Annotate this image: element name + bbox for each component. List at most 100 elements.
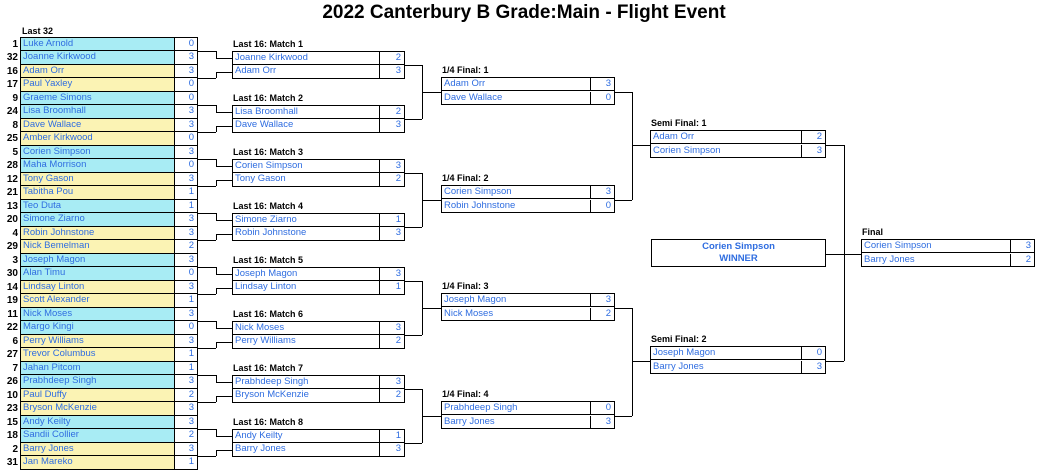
last32-label: Last 32 <box>22 26 54 36</box>
quarter-final-3-label: 1/4 Final: 3 <box>442 281 489 291</box>
last32-player-name: Perry Williams <box>21 334 175 348</box>
connector-horizontal <box>198 105 216 106</box>
last16-match-5-player-a: Joseph Magon <box>233 267 380 281</box>
last16-match-2-player-a: Lisa Broomhall <box>233 105 380 119</box>
connector-horizontal <box>216 179 232 181</box>
last16-match-7-score-b: 2 <box>395 389 401 400</box>
last32-player-name: Robin Johnstone <box>21 226 175 240</box>
connector-horizontal <box>216 71 232 73</box>
last32-player-score: 3 <box>175 402 197 416</box>
last32-player-score: 3 <box>175 334 197 348</box>
last32-player-score: 3 <box>175 375 197 389</box>
last32-player-name: Bryson McKenzie <box>21 402 175 416</box>
seed-number: 11 <box>7 308 18 320</box>
last32-player-score: 3 <box>175 51 197 65</box>
last16-match-4-score-b: 3 <box>395 227 401 238</box>
semi-final-2-player-a: Joseph Magon <box>651 347 802 360</box>
last16-match-3-player-a: Corien Simpson <box>233 159 380 173</box>
last32-player-name: Jahan Pitcom <box>21 361 175 375</box>
connector-horizontal <box>826 253 861 255</box>
seed-number: 2 <box>12 443 18 455</box>
semi-final-1-score-b: 3 <box>816 144 822 156</box>
last16-match-6-player-b: Perry Williams <box>233 335 380 348</box>
connector-vertical <box>216 375 217 383</box>
last32-player-score: 1 <box>175 199 197 213</box>
connector-horizontal <box>216 58 232 60</box>
last16-match-8-player-b: Barry Jones <box>233 443 380 456</box>
semi-final-2-score-a: 0 <box>802 347 825 360</box>
connector-horizontal <box>198 375 216 376</box>
connector-horizontal <box>632 360 650 362</box>
last32-player-name: Barry Jones <box>21 442 175 456</box>
last32-player-name: Andy Keilty <box>21 415 175 429</box>
connector-horizontal <box>216 395 232 397</box>
last16-match-5-score-b: 1 <box>395 281 401 292</box>
connector-horizontal <box>198 294 216 295</box>
last32-player-score: 3 <box>175 172 197 186</box>
connector-horizontal <box>198 240 216 241</box>
seed-number: 8 <box>12 119 18 131</box>
seed-number: 28 <box>6 160 18 171</box>
connector-horizontal <box>422 199 441 201</box>
last16-match-8-score-a: 1 <box>380 430 404 443</box>
seed-number: 10 <box>6 389 18 401</box>
seed-number: 15 <box>6 416 18 428</box>
winner-label: WINNER <box>719 253 758 264</box>
last16-match-3-player-b: Tony Gason <box>233 173 380 186</box>
last32-player-score: 0 <box>175 132 197 146</box>
semi-final-1-player-a: Adam Orr <box>651 131 802 144</box>
connector-horizontal <box>405 119 422 120</box>
winner-box: Corien Simpson WINNER <box>651 239 826 267</box>
connector-horizontal <box>632 144 650 146</box>
final-match-score-b: 2 <box>1025 253 1031 265</box>
semi-final-1-player-b: Corien Simpson <box>651 144 802 158</box>
seed-number: 17 <box>6 79 18 90</box>
connector-horizontal <box>405 389 422 390</box>
last32-player-name: Nick Moses <box>21 307 175 321</box>
last32-player-name: Alan Timu <box>21 267 175 281</box>
last32-player-name: Corien Simpson <box>21 145 175 159</box>
last16-match-1-score-b: 3 <box>395 65 401 76</box>
last16-match-4-label: Last 16: Match 4 <box>233 200 304 211</box>
connector-horizontal <box>216 220 232 222</box>
last32-player-name: Margo Kingi <box>21 321 175 335</box>
seed-number: 12 <box>6 173 18 185</box>
quarter-final-1-label: 1/4 Final: 1 <box>442 65 489 75</box>
connector-vertical <box>216 287 217 294</box>
connector-horizontal <box>826 144 844 146</box>
last32-player-name: Jan Mareko <box>21 456 175 470</box>
connector-horizontal <box>216 125 232 127</box>
quarter-final-1-score-a: 3 <box>591 78 614 91</box>
last32-player-name: Teo Duta <box>21 199 175 213</box>
last32-player-score: 3 <box>175 226 197 240</box>
final-match-player-a: Corien Simpson <box>862 240 1011 253</box>
final-match-player-b: Barry Jones <box>862 253 1011 267</box>
connector-horizontal <box>198 429 216 430</box>
last32-player-score: 0 <box>175 159 197 173</box>
last32-player-name: Sandii Collier <box>21 429 175 443</box>
connector-vertical <box>216 125 217 132</box>
connector-horizontal <box>216 287 232 289</box>
last16-match-8-score-b: 3 <box>395 443 401 454</box>
last32-player-name: Scott Alexander <box>21 294 175 308</box>
seed-number: 7 <box>12 362 18 374</box>
quarter-final-2-player-b: Robin Johnstone <box>442 199 591 213</box>
last16-match-3-score-a: 3 <box>380 160 404 173</box>
quarter-final-3-score-b: 2 <box>605 307 611 319</box>
last32-player-score: 3 <box>175 253 197 267</box>
connector-horizontal <box>615 415 632 417</box>
last32-player-score: 1 <box>175 186 197 200</box>
last16-match-2-score-a: 2 <box>380 106 404 119</box>
seed-number: 24 <box>6 106 18 117</box>
quarter-final-4-score-b: 3 <box>605 415 611 427</box>
last16-match-1-label: Last 16: Match 1 <box>233 38 304 49</box>
quarter-final-1-player-b: Dave Wallace <box>442 91 591 105</box>
semi-final-2-score-b: 3 <box>816 360 822 372</box>
connector-horizontal <box>422 415 441 417</box>
last32-player-score: 3 <box>175 280 197 294</box>
seed-number: 4 <box>12 227 18 239</box>
last32-player-score: 2 <box>175 429 197 443</box>
last16-match-4-player-b: Robin Johnstone <box>233 227 380 240</box>
last32-player-score: 3 <box>175 213 197 227</box>
seed-number: 20 <box>6 214 18 225</box>
